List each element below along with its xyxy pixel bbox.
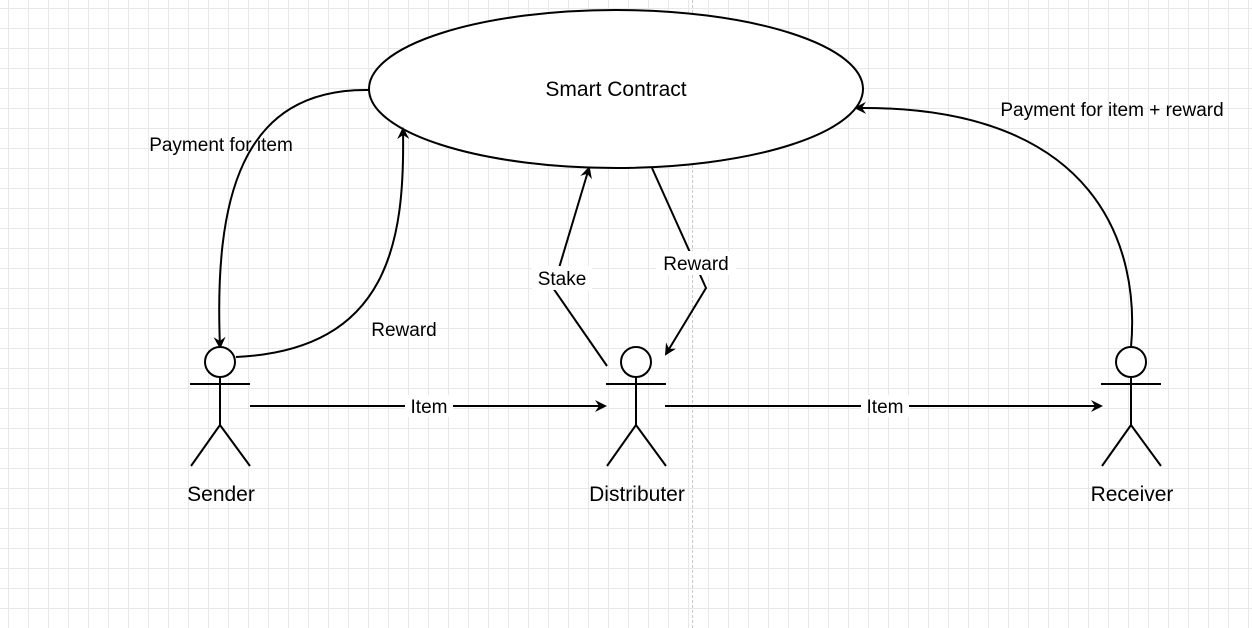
smart-contract-label: Smart Contract bbox=[545, 78, 686, 101]
edge-label-payment-for-item: Payment for item bbox=[149, 135, 293, 156]
edge-label-item-2: Item bbox=[867, 397, 904, 418]
actor-distributer[interactable] bbox=[606, 346, 667, 467]
actor-distributer-label: Distributer bbox=[589, 483, 685, 506]
edge-label-payment-plus-reward: Payment for item + reward bbox=[1000, 100, 1223, 121]
edge-label-stake: Stake bbox=[538, 269, 587, 290]
edge-label-bg-distributer-reward bbox=[656, 251, 736, 275]
edge-label-item-1: Item bbox=[411, 397, 448, 418]
smart-contract-node[interactable]: Smart Contract bbox=[368, 9, 864, 169]
edge-label-bg-stake bbox=[532, 266, 592, 290]
edge-payment-to-sender[interactable] bbox=[213, 88, 370, 349]
actor-sender-label: Sender bbox=[187, 483, 255, 506]
edge-reward-to-distributer[interactable] bbox=[651, 167, 708, 356]
edge-label-sender-reward: Reward bbox=[371, 320, 436, 341]
edge-label-bg-item-1 bbox=[405, 395, 453, 417]
actor-receiver-label: Receiver bbox=[1091, 483, 1174, 506]
actor-receiver[interactable] bbox=[1101, 346, 1162, 467]
actor-sender[interactable] bbox=[190, 346, 251, 467]
edge-label-bg-item-2 bbox=[861, 395, 909, 417]
edge-reward-from-sender[interactable] bbox=[235, 127, 410, 358]
page-divider bbox=[692, 0, 693, 628]
edge-payment-from-receiver[interactable] bbox=[854, 101, 1134, 348]
edge-label-distributer-reward: Reward bbox=[663, 254, 728, 275]
